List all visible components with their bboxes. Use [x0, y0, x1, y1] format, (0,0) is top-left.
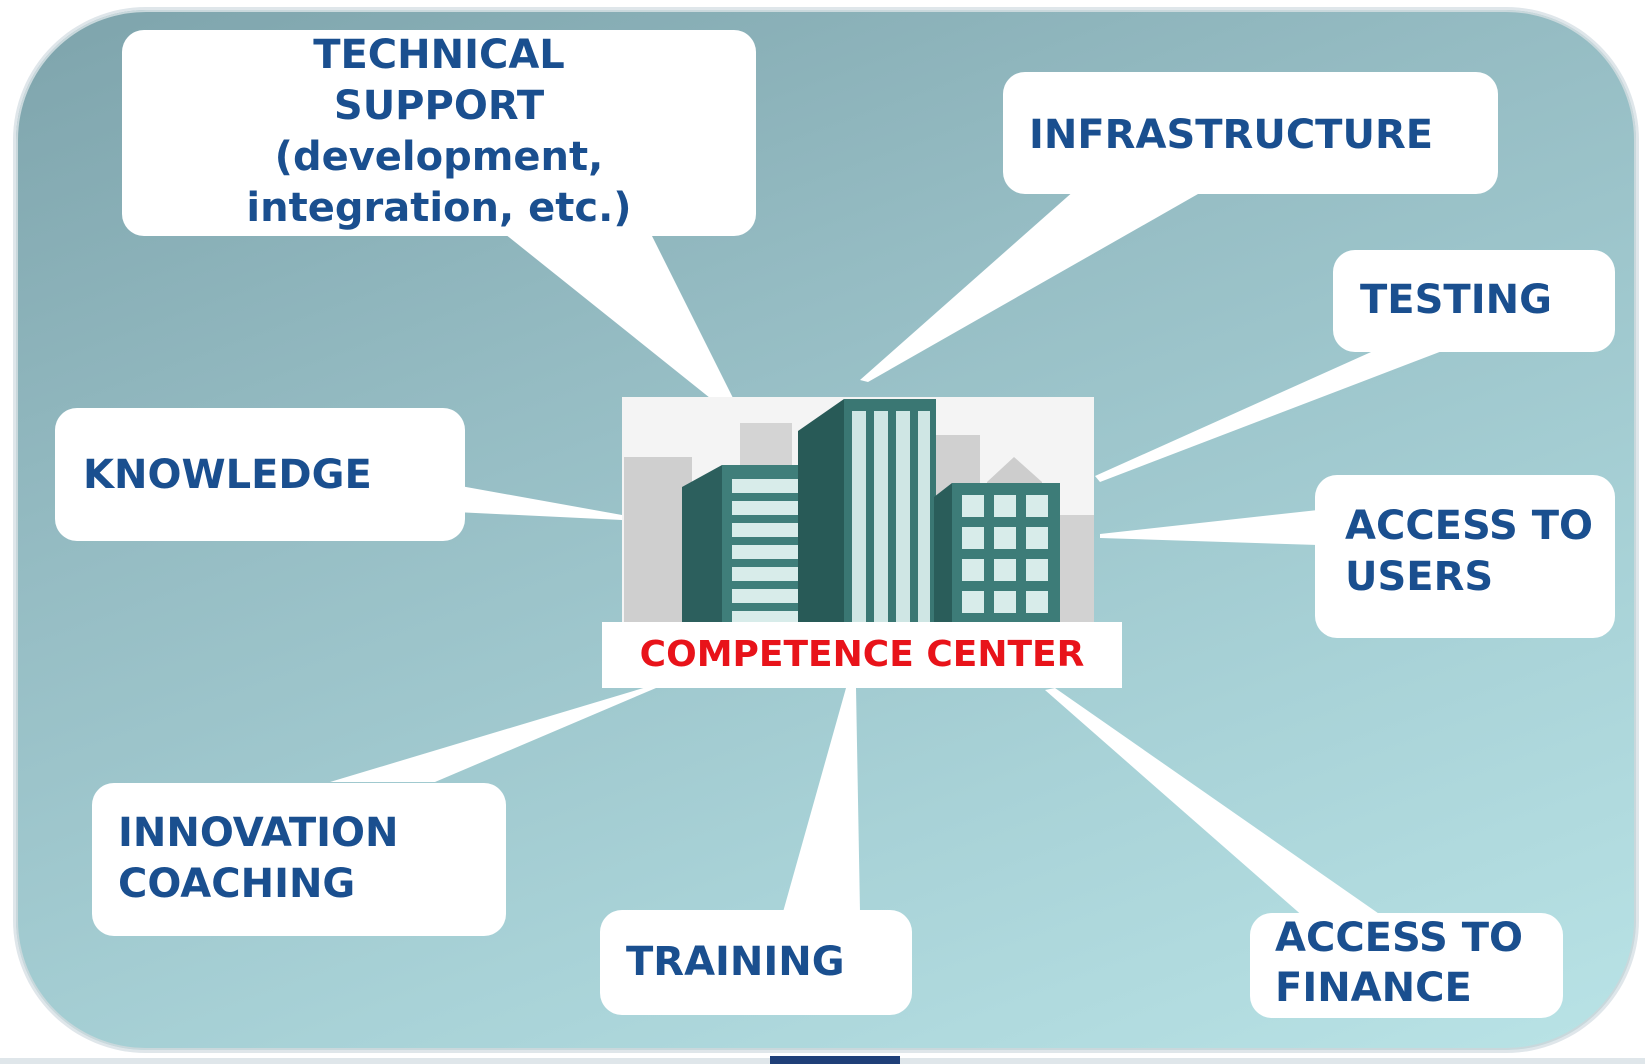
ray-testing	[1095, 348, 1450, 482]
office-buildings-icon	[624, 399, 1094, 625]
bubble-infrastructure: INFRASTRUCTURE	[1003, 72, 1498, 194]
bubble-access-users: ACCESS TO USERS	[1315, 475, 1615, 638]
bubble-training: TRAINING	[600, 910, 912, 1015]
bubble-knowledge: KNOWLEDGE	[55, 408, 465, 541]
ray-innovation	[330, 686, 656, 782]
bottom-tab-marker	[770, 1056, 900, 1064]
bubble-innovation-coaching: INNOVATION COACHING	[92, 783, 506, 936]
ray-knowledge	[455, 485, 622, 520]
ray-training	[783, 688, 860, 912]
competence-center-label: COMPETENCE CENTER	[602, 622, 1122, 688]
bubble-testing: TESTING	[1333, 250, 1615, 352]
ray-technical-support	[500, 230, 735, 402]
ray-access-users	[1100, 510, 1318, 545]
ray-access-finance	[1045, 688, 1385, 918]
bubble-access-finance: ACCESS TO FINANCE	[1250, 913, 1563, 1018]
ray-infrastructure	[860, 190, 1205, 382]
bubble-technical-support: TECHNICAL SUPPORT (development, integrat…	[122, 30, 756, 236]
